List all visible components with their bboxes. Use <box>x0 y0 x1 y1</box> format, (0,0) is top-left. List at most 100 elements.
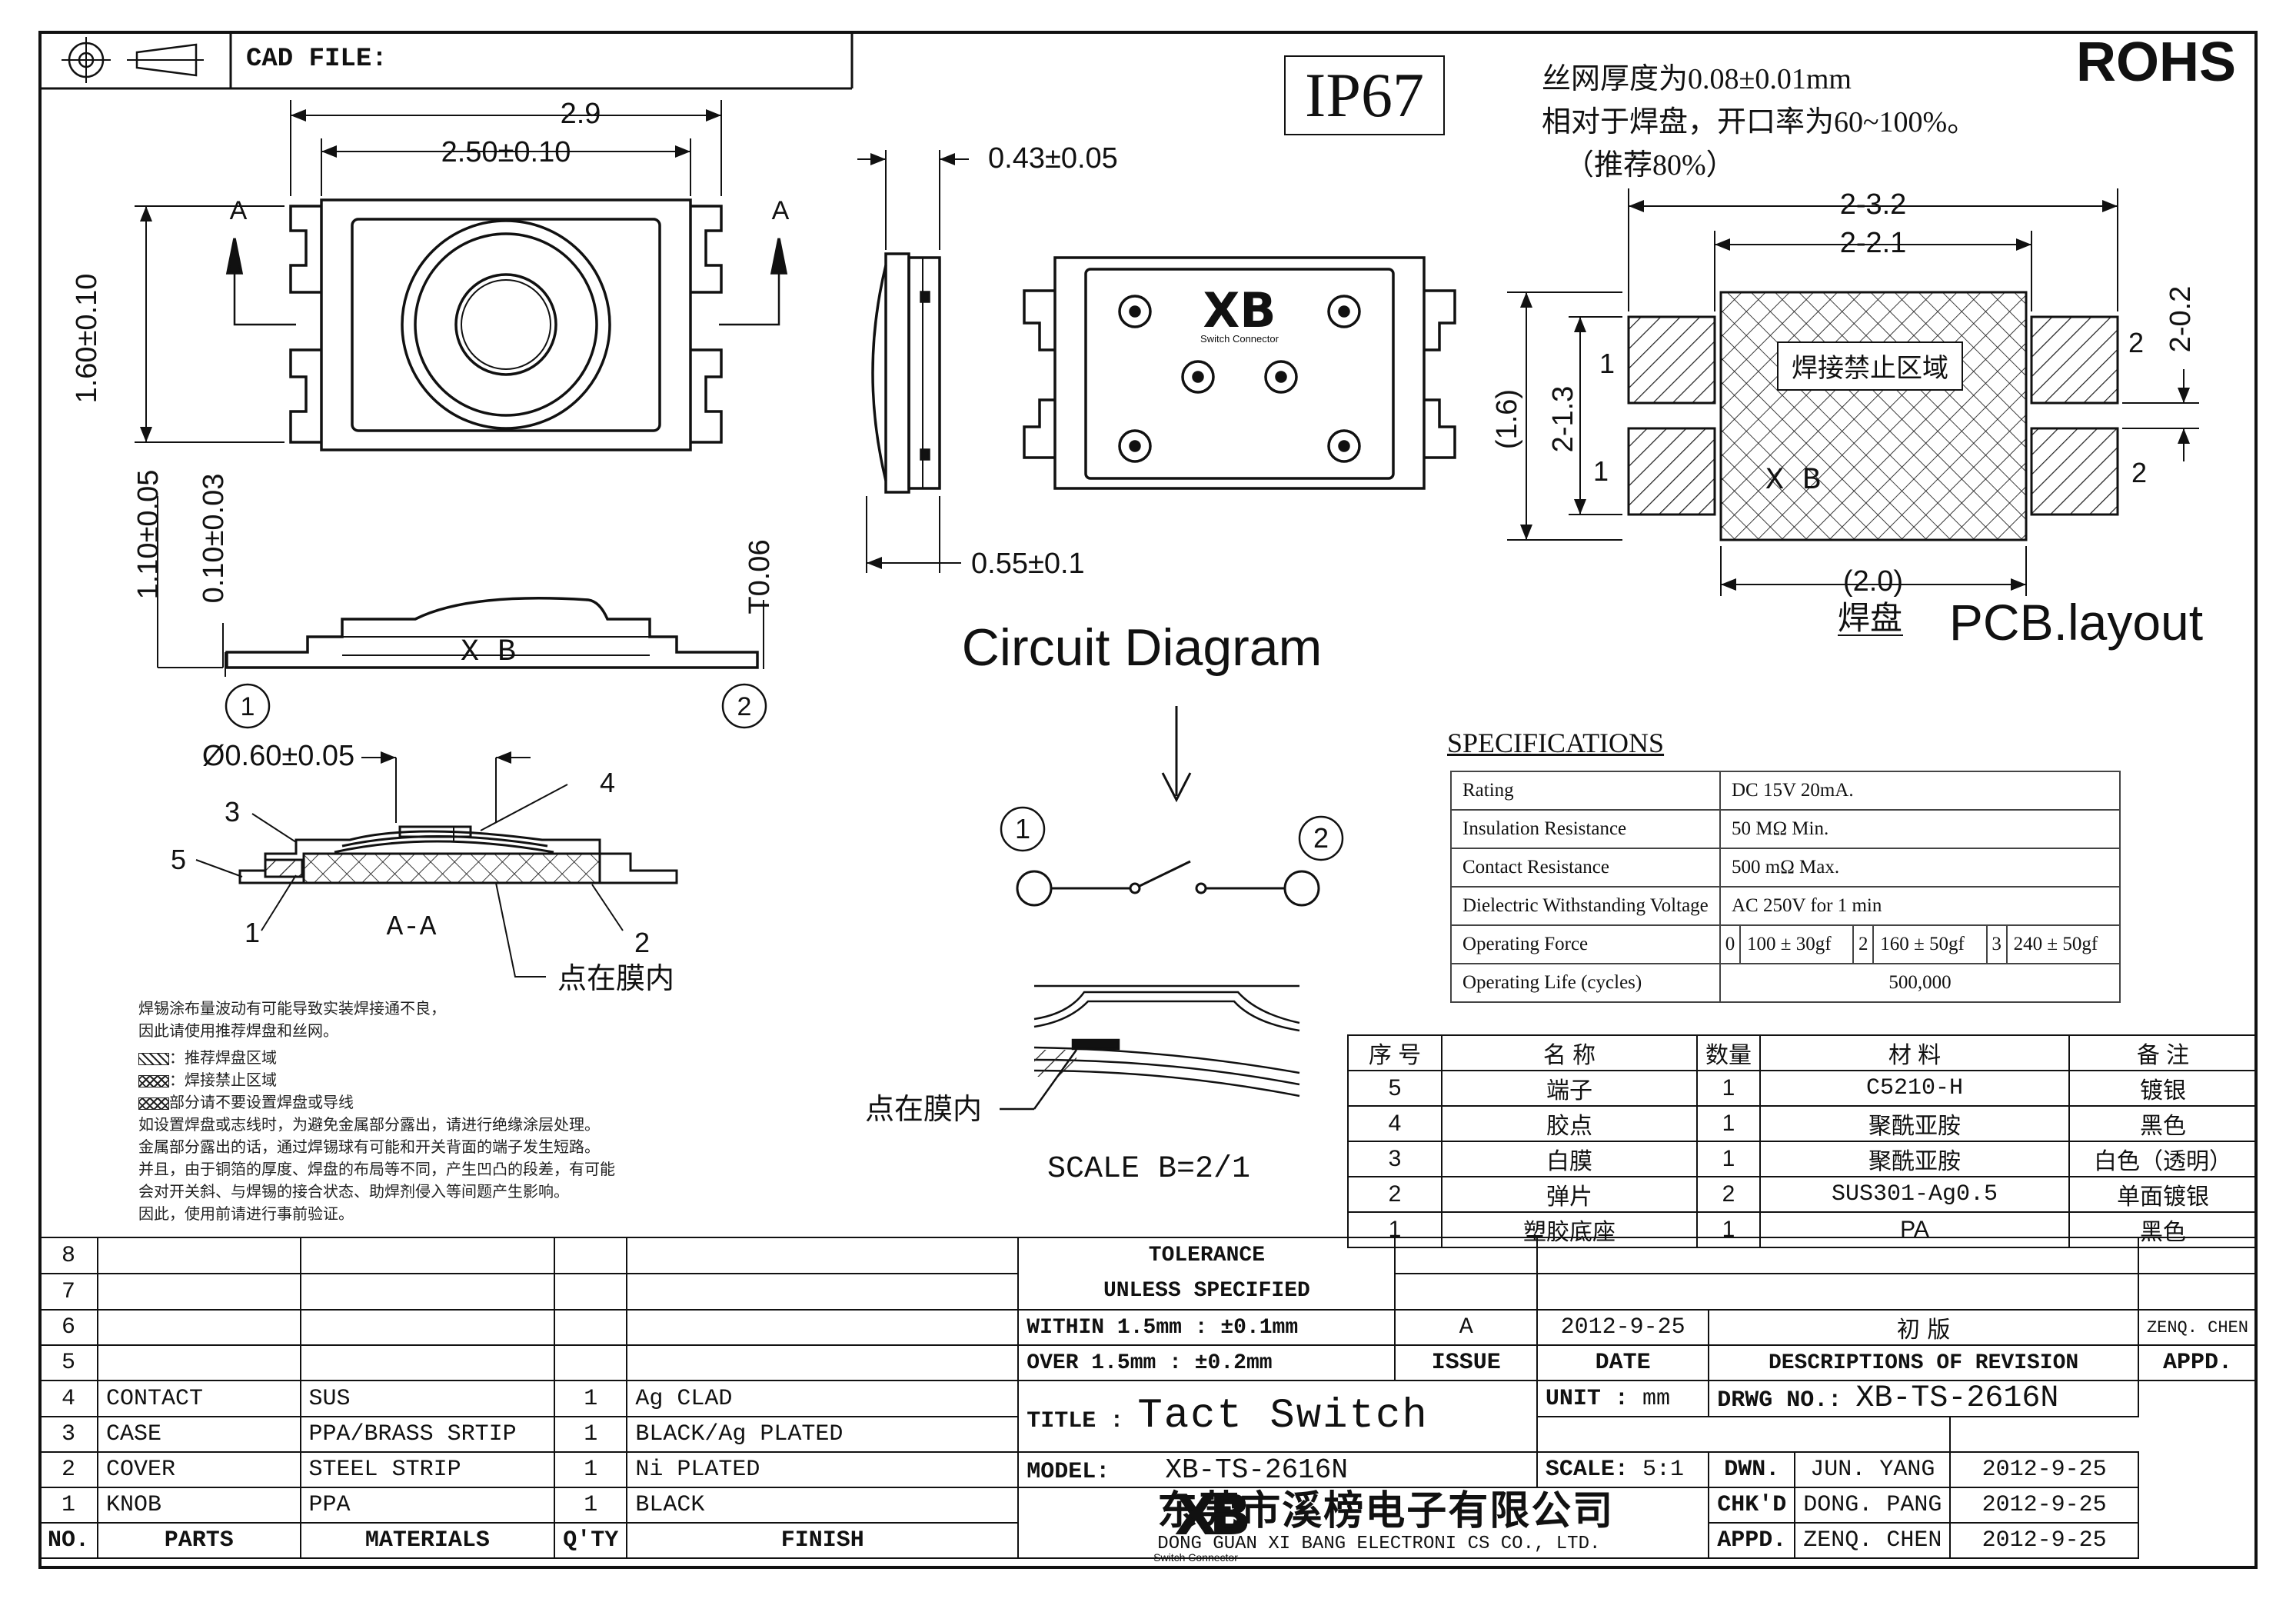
tb-row-4: 4 CONTACT SUS 1 Ag CLAD TITLE : Tact Swi… <box>38 1380 2257 1453</box>
detail-scale: SCALE B=2/1 <box>1047 1152 1250 1187</box>
pcb-keepout-label: 焊接禁止区域 <box>1792 354 1948 383</box>
dim-offset: 0.55±0.1 <box>971 548 1085 580</box>
spec-title: SPECIFICATIONS <box>1447 728 1665 758</box>
front-view <box>157 496 767 729</box>
scale-cell: SCALE: 5:1 <box>1536 1451 1710 1488</box>
pad-number-2b: 2 <box>2131 457 2147 488</box>
dim-width-outer: 2.9 <box>561 98 601 130</box>
tb-row-3: 3 CASE PPA/BRASS SRTIP 1 BLACK/Ag PLATED <box>38 1416 2257 1453</box>
legend-hatch-icon <box>138 1052 169 1065</box>
tb-row-1: 1 KNOB PPA 1 BLACK 东莞市溪榜电子有限公司 DONG GUAN… <box>38 1487 2257 1559</box>
note-line: 金属部分露出的话，通过焊锡球有可能和开关背面的端子发生短路。 <box>138 1139 600 1156</box>
pcb-dim-left-outer: (1.6) <box>1491 389 1523 449</box>
title-cell: TITLE : Tact Switch <box>1017 1380 1538 1453</box>
dim-terminal: T0.06 <box>744 539 776 614</box>
note-legend-nopad: 部分请不要设置焊盘或导线 <box>138 1092 615 1114</box>
svg-text:XB: XB <box>1203 282 1276 338</box>
callout-4: 4 <box>600 767 615 798</box>
pcb-dim-right: 2-0.2 <box>2165 286 2197 353</box>
pcb-xb: X B <box>1765 464 1821 498</box>
pcb-layout-label: PCB.layout <box>1949 594 2203 651</box>
cad-file-label: CAD FILE: <box>246 45 388 74</box>
company-cell: 东莞市溪榜电子有限公司 DONG GUAN XI BANG ELECTRONI … <box>1017 1487 1710 1559</box>
front-label: X B <box>461 635 516 670</box>
model-cell: MODEL: XB-TS-2616N <box>1017 1451 1538 1488</box>
dim-width-inner: 2.50±0.10 <box>441 136 571 168</box>
svg-text:Switch Connector: Switch Connector <box>1200 333 1279 345</box>
note-legend-pad: ：推荐焊盘区域 <box>138 1047 615 1070</box>
pcb-dim-left-inner: 2-1.3 <box>1547 386 1579 453</box>
spec-row: Operating Life (cycles)500,000 <box>1450 963 2121 1003</box>
ip-rating: IP67 <box>1284 55 1445 135</box>
section-mark-right: A <box>772 196 790 225</box>
pcb-dim-bottom: (2.0) <box>1843 565 1903 598</box>
section-view <box>195 751 678 978</box>
tb-row-2: 2 COVER STEEL STRIP 1 Ni PLATED MODEL: X… <box>38 1451 2257 1488</box>
callout-2: 2 <box>634 927 650 958</box>
legend-cross-icon <box>138 1074 169 1087</box>
pad-number-2a: 2 <box>2128 327 2144 358</box>
pcb-notes: 焊锡涂布量波动有可能导致实装焊接通不良， 因此请使用推荐焊盘和丝网。 ：推荐焊盘… <box>138 998 615 1226</box>
note-line: 并且，由于铜箔的厚度、焊盘的布局等不同，产生凹凸的段差，有可能 <box>138 1161 615 1178</box>
note-line: 如设置焊盘或志线时，为避免金属部分露出，请进行绝缘涂层处理。 <box>138 1117 600 1134</box>
tb-row-6: 6 WITHIN 1.5mm : ±0.1mm A 2012-9-25 初 版 … <box>38 1309 2258 1346</box>
circuit-pin1: 1 <box>1015 813 1030 844</box>
circuit-title: Circuit Diagram <box>962 618 1323 677</box>
xb-logo-bottom: XB Switch Connector <box>1200 282 1279 345</box>
note-legend-keepout: ：焊接禁止区域 <box>138 1070 615 1092</box>
section-mark-left: A <box>230 196 248 225</box>
detail-view <box>1000 984 1300 1111</box>
spec-row-force: Operating Force 0 100 ± 30gf 2 160 ± 50g… <box>1450 924 2121 964</box>
dim-height-total: 1.10±0.05 <box>132 470 165 600</box>
unit-cell: UNIT : mm <box>1536 1380 1710 1417</box>
circuit-pin2: 2 <box>1313 822 1329 854</box>
note-line: 因此请使用推荐焊盘和丝网。 <box>138 1023 338 1040</box>
tb-row-5: 5 OVER 1.5mm : ±0.2mm ISSUE DATE DESCRIP… <box>38 1344 2258 1381</box>
screen-note-3: （推荐80%） <box>1565 149 1735 182</box>
front-pin1: 1 <box>241 692 255 721</box>
pcb-dim-top-inner: 2-2.1 <box>1840 227 1907 259</box>
side-view <box>857 150 969 573</box>
callout-1: 1 <box>245 917 260 948</box>
dim-dot: Ø0.60±0.05 <box>202 740 354 772</box>
top-view <box>135 100 788 451</box>
cad-header <box>38 31 854 90</box>
note-line: 会对开关斜、与焊锡的接合状态、助焊剂侵入等间题产生影响。 <box>138 1184 569 1201</box>
pcb-pad-label: 焊盘 <box>1838 600 1902 636</box>
section-label: A-A <box>387 911 437 943</box>
pad-number-1a: 1 <box>1599 348 1615 379</box>
screen-note-1: 丝网厚度为0.08±0.01mm <box>1542 63 1852 95</box>
detail-note: 点在膜内 <box>865 1094 982 1126</box>
dim-height: 1.60±0.10 <box>71 274 103 404</box>
pad-number-1b: 1 <box>1593 455 1609 487</box>
section-note: 点在膜内 <box>557 963 674 995</box>
tb-row-7: 7 <box>38 1273 2258 1311</box>
legend-cross-icon <box>138 1097 169 1110</box>
tb-row-header: NO. PARTS MATERIALS Q'TY FINISH APPD. ZE… <box>38 1522 2257 1559</box>
screen-notes: 丝网厚度为0.08±0.01mm 相对于焊盘，开口率为60~100%。 （推荐8… <box>1542 58 1976 187</box>
pcb-layout <box>1507 188 2199 596</box>
pcb-dim-top-outer: 2-3.2 <box>1840 188 1907 221</box>
callout-3: 3 <box>225 796 240 828</box>
drwg-cell: DRWG NO.: XB-TS-2616N <box>1708 1380 2139 1417</box>
front-pin2: 2 <box>737 692 752 721</box>
note-line: 焊锡涂布量波动有可能导致实装焊接通不良， <box>138 1001 446 1017</box>
circuit-diagram <box>1000 706 1344 907</box>
note-line: 因此，使用前请进行事前验证。 <box>138 1206 354 1223</box>
callout-5: 5 <box>171 844 186 875</box>
rohs-mark: ROHS <box>2076 32 2237 93</box>
dim-thickness: 0.43±0.05 <box>988 142 1118 175</box>
